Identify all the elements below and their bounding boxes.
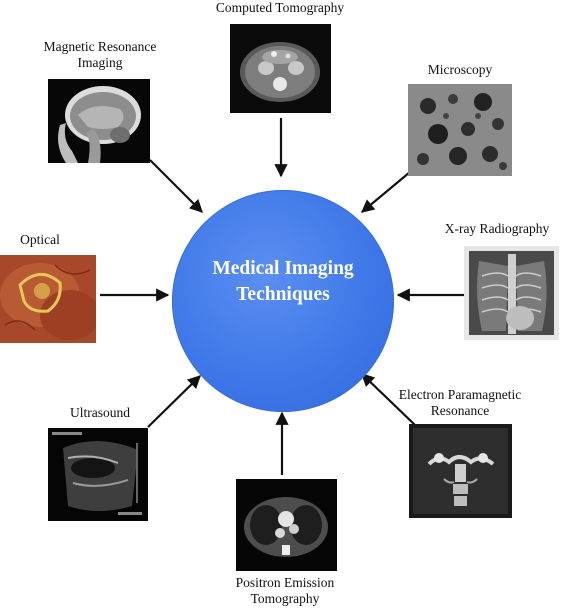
label-mri: Magnetic Resonance Imaging (43, 39, 157, 70)
pet-image (236, 479, 337, 571)
epr-image (409, 424, 512, 518)
xray-image (464, 246, 559, 340)
ct-scan-image (230, 24, 331, 113)
label-microscopy: Microscopy (427, 62, 493, 77)
arrow-epr (361, 373, 416, 426)
label-pet: Positron Emission Tomography (235, 575, 335, 606)
hub-title: Medical Imaging Techniques (172, 256, 394, 308)
ultrasound-image (48, 428, 148, 521)
hub-title-line1: Medical Imaging (212, 258, 354, 279)
arrow-mri (149, 159, 203, 213)
mri-scan-image (48, 79, 150, 163)
hub-title-line2: Techniques (236, 284, 330, 305)
microscopy-image (408, 84, 512, 176)
arrow-ultrasound (147, 375, 201, 428)
arrow-microscopy (360, 171, 411, 213)
label-optical: Optical (20, 232, 60, 247)
label-computed-tomography: Computed Tomography (215, 0, 345, 15)
optical-image (0, 255, 96, 343)
label-xray: X-ray Radiography (444, 221, 550, 236)
hub-circle (172, 190, 394, 412)
label-ultrasound: Ultrasound (70, 405, 130, 420)
label-epr: Electron Paramagnetic Resonance (398, 387, 522, 418)
